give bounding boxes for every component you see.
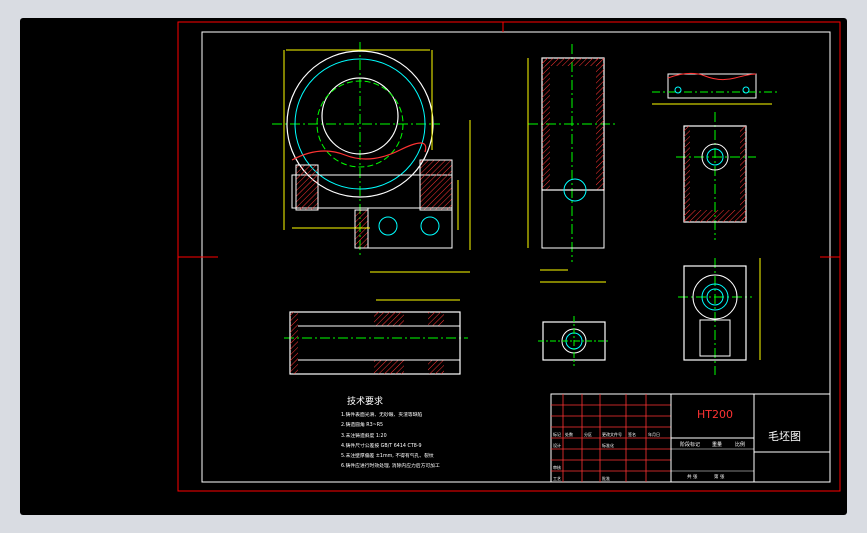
row-label-zone: 分区 — [584, 431, 592, 437]
stage-label: 阶段标记 — [680, 441, 700, 448]
sheet-label: 共 张 — [687, 473, 698, 480]
inner-border — [201, 31, 831, 483]
weight-label: 重量 — [712, 441, 722, 448]
front-view — [272, 42, 471, 273]
page-label: 第 张 — [714, 473, 725, 480]
tech-note-3: 3.未注铸造斜度 1:20 — [341, 432, 387, 439]
tech-note-1: 1.铸件表面光滑、无砂眼、夹渣等缺陷 — [341, 411, 423, 418]
outer-red-frame — [177, 21, 841, 492]
approve-label: 批准 — [602, 475, 610, 481]
side-view — [527, 44, 618, 283]
right-section-view — [676, 112, 756, 240]
partial-top-view — [652, 72, 778, 105]
title-block: HT200 毛坯图 阶段标记 重量 比例 共 张 第 张 标记 处数 分区 更改… — [550, 393, 831, 483]
row-label-count: 处数 — [565, 431, 573, 437]
tech-notes-heading: 技术要求 — [347, 395, 383, 407]
row-label-mark: 标记 — [553, 431, 561, 437]
row-label-sign: 签名 — [628, 431, 636, 437]
row-label-date: 年月日 — [648, 431, 660, 437]
standard-label: 标准化 — [602, 442, 614, 448]
drawing-name: 毛坯图 — [768, 430, 801, 443]
bottom-section-view — [284, 299, 468, 375]
designer-label: 设计 — [553, 442, 561, 448]
review-label: 审核 — [553, 464, 561, 470]
tech-notes: 技术要求 1.铸件表面光滑、无砂眼、夹渣等缺陷 2.铸造圆角 R3~R5 3.未… — [341, 395, 440, 469]
tech-note-6: 6.铸件应进行时效处理, 消除内应力后方可加工 — [341, 462, 440, 469]
tech-note-5: 5.未注壁厚偏差 ±1mm, 不得有气孔、裂纹 — [341, 452, 434, 459]
small-end-view — [538, 316, 610, 366]
process-label: 工艺 — [553, 476, 561, 481]
scale-label: 比例 — [735, 441, 745, 448]
right-bottom-view — [678, 258, 761, 375]
tech-note-4: 4.铸件尺寸公差按 GB/T 6414 CT8-9 — [341, 442, 422, 449]
material-label: HT200 — [697, 408, 733, 421]
tech-note-2: 2.铸造圆角 R3~R5 — [341, 421, 383, 428]
row-label-change: 更改文件号 — [602, 431, 622, 437]
